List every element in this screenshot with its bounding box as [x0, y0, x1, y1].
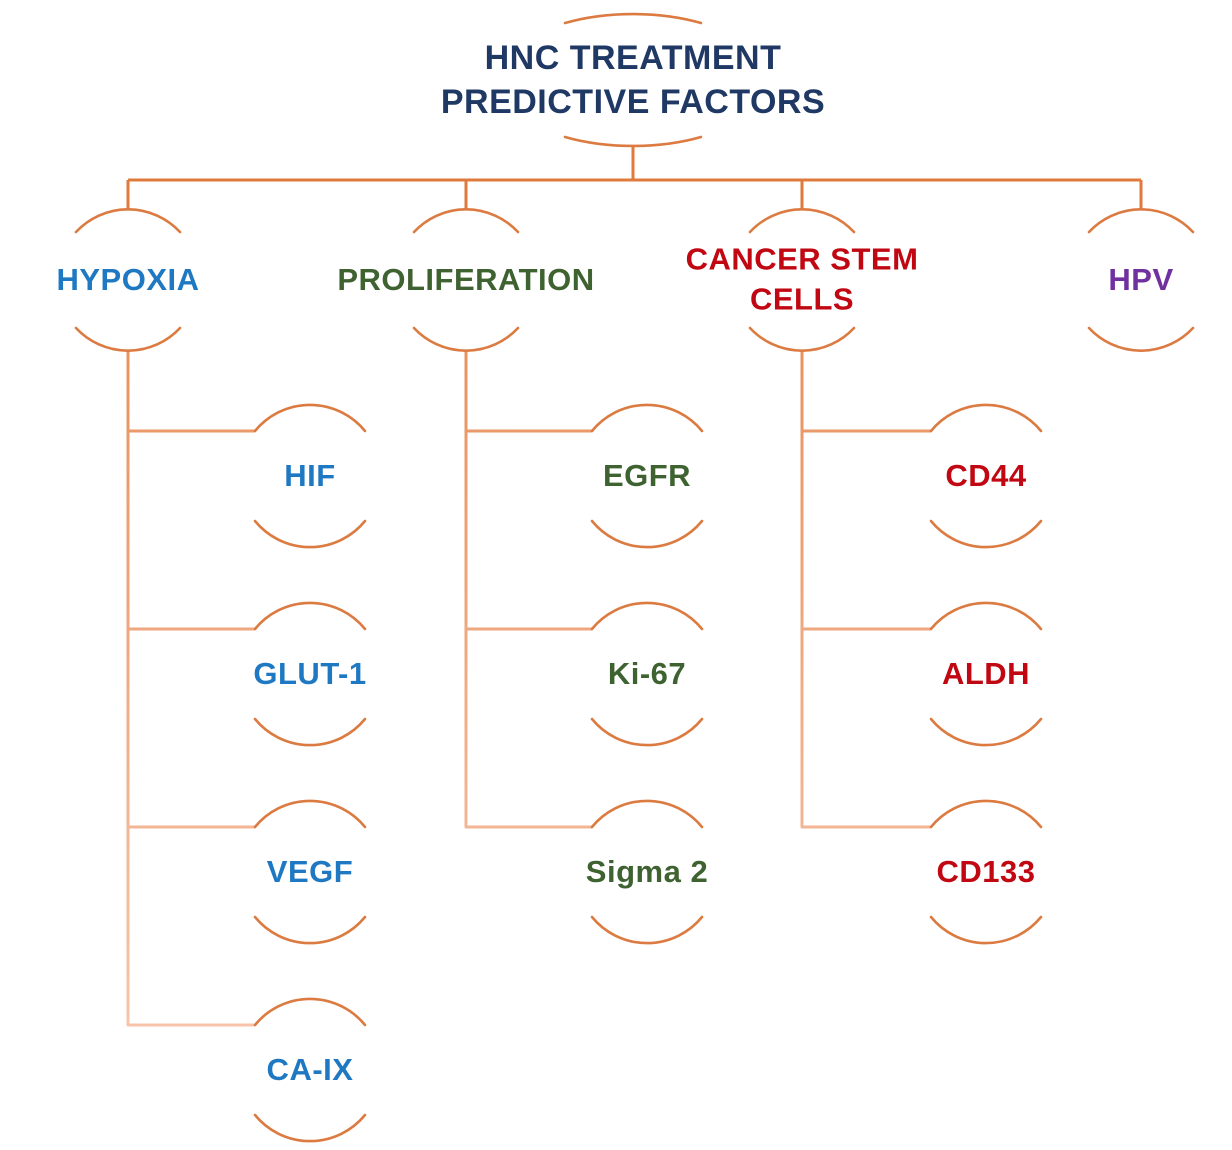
aldh-node-ring: [929, 601, 1043, 747]
branch-connectors: [126, 351, 931, 1027]
cancer-stem-cells-node-ring: [748, 208, 856, 352]
marker-label-hif: HIF: [284, 457, 336, 493]
branch-label-hypoxia: HYPOXIA: [56, 261, 200, 297]
marker-label-sigma2: Sigma 2: [585, 853, 709, 889]
root-node-label: HNC TREATMENT PREDICTIVE FACTORS: [440, 38, 826, 121]
vegf-ring-bottom-arc: [253, 915, 367, 945]
glut1-ring-top-arc: [253, 601, 367, 631]
hpv-node-ring: [1087, 208, 1195, 352]
sigma2-ring-bottom-arc: [590, 915, 704, 945]
glut1-ring-bottom-arc: [253, 717, 367, 747]
cd44-ring-bottom-arc: [929, 519, 1043, 549]
hif-ring-top-arc: [253, 403, 367, 433]
cancer-stem-cells-ring-bottom-arc: [748, 326, 856, 352]
proliferation-ring-bottom-arc: [412, 326, 520, 352]
root-ring-bottom-arc: [563, 135, 703, 148]
vegf-node-ring: [253, 799, 367, 945]
egfr-node-ring: [590, 403, 704, 549]
root-ring-top-arc: [563, 12, 703, 25]
cd133-ring-bottom-arc: [929, 915, 1043, 945]
ki67-ring-bottom-arc: [590, 717, 704, 747]
vegf-ring-top-arc: [253, 799, 367, 829]
sigma2-node-ring: [590, 799, 704, 945]
branch-label-hpv: HPV: [1108, 261, 1174, 297]
marker-label-egfr: EGFR: [602, 457, 692, 493]
proliferation-branch-lines: [464, 351, 592, 829]
marker-label-cd44: CD44: [945, 457, 1027, 493]
branch-label-proliferation: PROLIFERATION: [337, 261, 595, 297]
node-rings: [74, 12, 1195, 1143]
marker-label-ki67: Ki-67: [607, 655, 687, 691]
marker-label-vegf: VEGF: [266, 853, 354, 889]
cd44-ring-top-arc: [929, 403, 1043, 433]
branch-label-cancer-stem-cells: CANCER STEM CELLS: [685, 241, 919, 317]
egfr-ring-top-arc: [590, 403, 704, 433]
aldh-ring-bottom-arc: [929, 717, 1043, 747]
ki67-ring-top-arc: [590, 601, 704, 631]
caix-ring-bottom-arc: [253, 1113, 367, 1143]
marker-label-aldh: ALDH: [941, 655, 1031, 691]
cd133-ring-top-arc: [929, 799, 1043, 829]
proliferation-node-ring: [412, 208, 520, 352]
ki67-node-ring: [590, 601, 704, 747]
marker-label-caix: CA-IX: [266, 1051, 354, 1087]
hif-node-ring: [253, 403, 367, 549]
cancer-stem-cells-ring-top-arc: [748, 208, 856, 234]
marker-label-cd133: CD133: [936, 853, 1036, 889]
egfr-ring-bottom-arc: [590, 519, 704, 549]
marker-label-glut1: GLUT-1: [253, 655, 367, 691]
cancer-stem-cells-branch-lines: [800, 351, 931, 829]
aldh-ring-top-arc: [929, 601, 1043, 631]
top-level-connectors: [126, 146, 1143, 210]
hypoxia-branch-lines: [126, 351, 255, 1027]
caix-node-ring: [253, 997, 367, 1143]
glut1-node-ring: [253, 601, 367, 747]
root-node-ring: [563, 12, 703, 148]
sigma2-ring-top-arc: [590, 799, 704, 829]
hypoxia-node-ring: [74, 208, 182, 352]
hif-ring-bottom-arc: [253, 519, 367, 549]
proliferation-ring-top-arc: [412, 208, 520, 234]
cd133-node-ring: [929, 799, 1043, 945]
hpv-ring-top-arc: [1087, 208, 1195, 234]
hypoxia-ring-bottom-arc: [74, 326, 182, 352]
caix-ring-top-arc: [253, 997, 367, 1027]
cd44-node-ring: [929, 403, 1043, 549]
hypoxia-ring-top-arc: [74, 208, 182, 234]
hpv-ring-bottom-arc: [1087, 326, 1195, 352]
